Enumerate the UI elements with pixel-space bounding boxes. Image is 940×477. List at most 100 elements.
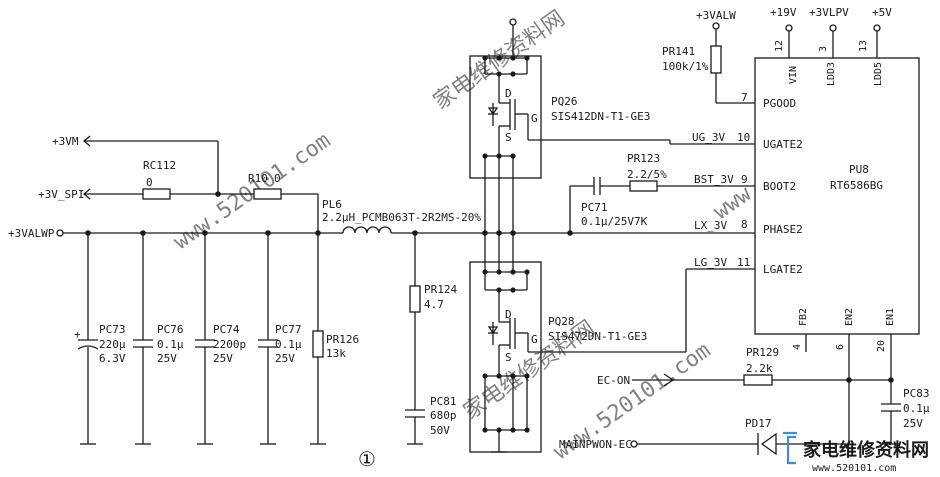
pin-fb2-name: FB2 bbox=[798, 308, 809, 326]
net-label-lg: LG_3V bbox=[694, 256, 727, 269]
pin-ldd5-num: 13 bbox=[858, 40, 869, 52]
pl6-ref: PL6 bbox=[322, 198, 342, 211]
pr141-value: 100k/1% bbox=[662, 60, 709, 73]
resistor-pr123 bbox=[629, 180, 658, 192]
pin-phase-num: 8 bbox=[741, 218, 748, 231]
pc76-v2: 25V bbox=[157, 352, 177, 365]
pr126-ref: PR126 bbox=[326, 333, 359, 346]
pin-boot-num: 9 bbox=[741, 173, 748, 186]
pr124-value: 4.7 bbox=[424, 298, 444, 311]
brand-monitor-icon bbox=[783, 431, 797, 465]
pin-ldd3-num: 3 bbox=[818, 46, 829, 52]
net-3v-spi: +3V_SPI RC112 0 R10 0 bbox=[38, 159, 319, 233]
resistor-r10 bbox=[253, 188, 282, 200]
pr129-ref: PR129 bbox=[746, 346, 779, 359]
pin-phase-name: PHASE2 bbox=[763, 223, 803, 236]
pc73-v2: 6.3V bbox=[99, 352, 126, 365]
gate-nets: UG_3V PR123 2.2/5% PC71 0.1μ/25V7K BST_3… bbox=[569, 131, 755, 352]
pin-lgate-num: 11 bbox=[737, 256, 750, 269]
pc83-v1: 0.1μ bbox=[903, 402, 930, 415]
net-label-mainpwon: MAINPWON-EC bbox=[559, 438, 632, 451]
pu8-part: RT6586BG bbox=[830, 179, 883, 192]
brand-logo: 家电维修资料网 www.520101.com bbox=[783, 431, 929, 474]
net-label-ug: UG_3V bbox=[692, 131, 725, 144]
pq26-d: D bbox=[505, 87, 512, 100]
net-label-bst: BST_3V bbox=[694, 173, 734, 186]
pc83-ref: PC83 bbox=[903, 387, 930, 400]
pin-pgood-num: 7 bbox=[741, 91, 748, 104]
pc77-ref: PC77 bbox=[275, 323, 302, 336]
pin-ldd3-name: LDD3 bbox=[826, 62, 837, 86]
pc71-value: 0.1μ/25V7K bbox=[581, 215, 648, 228]
net-label-19v: +19V bbox=[770, 6, 797, 19]
capacitor-pc77: PC77 0.1μ 25V bbox=[258, 233, 302, 445]
resistor-rc112 bbox=[142, 188, 171, 200]
pu8-ref: PU8 bbox=[849, 163, 869, 176]
pc73-ref: PC73 bbox=[99, 323, 126, 336]
pr129-value: 2.2k bbox=[746, 362, 773, 375]
pr141-ref: PR141 bbox=[662, 45, 695, 58]
pc77-v1: 0.1μ bbox=[275, 338, 302, 351]
resistor-pr124 bbox=[409, 285, 421, 313]
pin-fb2-num: 4 bbox=[792, 344, 803, 350]
pq28-g: G bbox=[531, 333, 538, 346]
pc81-v2: 50V bbox=[430, 424, 450, 437]
brand-url: www.520101.com bbox=[812, 463, 896, 474]
net-label-valwp: +3VALWP bbox=[8, 227, 55, 240]
net-label-valw: +3VALW bbox=[696, 9, 736, 22]
pin-ldd5-name: LDD5 bbox=[873, 62, 884, 86]
watermark-url-1: www.520101.com bbox=[169, 128, 335, 255]
pl6-value: 2.2μH_PCMB063T-2R2MS-20% bbox=[322, 211, 481, 224]
circled-marker: ① bbox=[358, 447, 376, 471]
pc73-v1: 220μ bbox=[99, 338, 126, 351]
pin-boot-name: BOOT2 bbox=[763, 180, 796, 193]
mosfet-pq26: D G S PQ26 SIS412DN-T1-GE3 bbox=[469, 18, 670, 233]
pc77-v2: 25V bbox=[275, 352, 295, 365]
pc81-v1: 680p bbox=[430, 409, 457, 422]
pin-en2-name: EN2 bbox=[844, 308, 855, 326]
net-label-lx: LX_3V bbox=[694, 219, 727, 232]
r10-ref: R10 bbox=[248, 172, 268, 185]
pc76-v1: 0.1μ bbox=[157, 338, 184, 351]
pr124-ref: PR124 bbox=[424, 283, 457, 296]
pq26-g: G bbox=[531, 112, 538, 125]
pin-pgood-name: PGOOD bbox=[763, 97, 796, 110]
pq26-ref: PQ26 bbox=[551, 95, 578, 108]
ic-pu8: PU8 RT6586BG PGOOD 7 UGATE2 10 BOOT2 9 P… bbox=[737, 40, 920, 352]
capacitor-pc73: + PC73 220μ 6.3V bbox=[74, 233, 126, 445]
pc74-v2: 25V bbox=[213, 352, 233, 365]
pin-en1-num: 20 bbox=[876, 340, 887, 352]
snubber-pr124-pc81: PR124 4.7 PC81 680p 50V bbox=[405, 233, 457, 445]
input-rail: +3VALWP bbox=[8, 227, 343, 240]
pq28-ref: PQ28 bbox=[548, 315, 575, 328]
pq28-d: D bbox=[505, 308, 512, 321]
pin-vin-name: VIN bbox=[788, 66, 799, 84]
pin-ugate-name: UGATE2 bbox=[763, 138, 803, 151]
pr123-value: 2.2/5% bbox=[627, 168, 667, 181]
pin-vin-num: 12 bbox=[774, 40, 785, 52]
pc74-v1: 2200p bbox=[213, 338, 246, 351]
capacitor-pc74: PC74 2200p 25V bbox=[195, 233, 246, 445]
pr126-value: 13k bbox=[326, 347, 346, 360]
pr123-ref: PR123 bbox=[627, 152, 660, 165]
pq28-part: SIS472DN-T1-GE3 bbox=[548, 330, 647, 343]
net-label-3vlpv: +3VLPV bbox=[809, 6, 849, 19]
pin-en1-name: EN1 bbox=[885, 308, 896, 326]
pq28-s: S bbox=[505, 351, 512, 364]
resistor-pr129 bbox=[743, 374, 773, 386]
rc112-value: 0 bbox=[146, 176, 153, 189]
enable-network: EC-ON PR129 2.2k PC83 0.1μ 25V PD17 MAIN… bbox=[559, 334, 930, 456]
pin-ugate-num: 10 bbox=[737, 131, 750, 144]
pc81-ref: PC81 bbox=[430, 395, 457, 408]
top-supplies: +3VALW PR141 100k/1% +19V +3VLPV +5V bbox=[662, 6, 892, 104]
resistor-pr126: PR126 13k bbox=[310, 233, 359, 445]
pc83-v2: 25V bbox=[903, 417, 923, 430]
net-label-5v: +5V bbox=[872, 6, 892, 19]
capacitor-pc76: PC76 0.1μ 25V bbox=[133, 233, 184, 445]
pin-en2-num: 6 bbox=[835, 344, 846, 350]
net-label-ec-on: EC-ON bbox=[597, 374, 630, 387]
pc74-ref: PC74 bbox=[213, 323, 240, 336]
brand-name: 家电维修资料网 bbox=[803, 439, 929, 461]
pd17-ref: PD17 bbox=[745, 417, 772, 430]
rc112-ref: RC112 bbox=[143, 159, 176, 172]
